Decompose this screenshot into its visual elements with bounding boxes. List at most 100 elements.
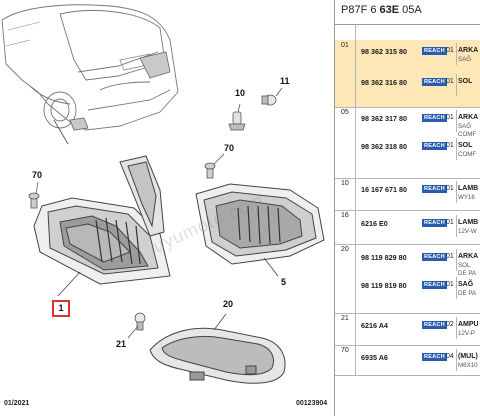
callout-5[interactable]: 5 [281, 277, 287, 287]
footer-illustration-id: 00123904 [296, 400, 328, 407]
reach-badge: REACH [422, 47, 447, 55]
callout-21[interactable]: 21 [116, 339, 127, 349]
part-description: LAMB [458, 185, 479, 192]
part-description-detail: WY16 [458, 194, 475, 201]
part-description-detail: SOL [458, 262, 471, 269]
quantity: 01 [446, 114, 454, 121]
group-number: 21 [341, 315, 349, 322]
part-number[interactable]: 98 119 829 80 [361, 253, 407, 262]
part-description: LAMB [458, 219, 479, 226]
quantity: 01 [446, 78, 454, 85]
part-description: ARKA [458, 253, 479, 260]
quantity: 01 [446, 142, 454, 149]
part-description-detail: SAĞ [458, 123, 472, 130]
quantity: 01 [446, 47, 454, 54]
part-description: AMPU [458, 321, 479, 328]
illustration-reference: P87F 6 63E 05A [341, 4, 422, 16]
quantity: 01 [446, 253, 454, 260]
callout-1-selected[interactable]: 1 [52, 300, 70, 317]
reach-badge: REACH [422, 78, 447, 86]
part-description: SAĞ [458, 281, 474, 288]
exploded-parts-diagram: 10 11 70 70 5 20 21 1 uyumoto.com 01/202… [1, 4, 328, 407]
callout-70-left[interactable]: 70 [32, 170, 43, 180]
desc-divider [456, 181, 457, 203]
group-number: 16 [341, 212, 349, 219]
part-description: ARKA [458, 114, 479, 121]
part-description-detail: M6X10 [458, 362, 478, 369]
desc-divider [456, 349, 457, 371]
part-description-detail: 12V-P [458, 330, 475, 337]
group-number: 05 [341, 109, 349, 116]
footer-date: 01/2021 [4, 400, 30, 407]
reach-badge: REACH [422, 281, 447, 289]
part-number[interactable]: 98 362 318 80 [361, 142, 407, 151]
group-number: 10 [341, 180, 349, 187]
part-description-detail: DE PA [458, 290, 477, 297]
quantity: 02 [446, 321, 454, 328]
part-description: (MUL) [458, 353, 478, 360]
part-number[interactable]: 98 362 315 80 [361, 47, 407, 56]
panel-header: P87F 6 63E 05A [335, 0, 480, 25]
part-description: SOL [458, 142, 473, 149]
callout-70-right[interactable]: 70 [224, 143, 235, 153]
part-description-extra: COMF [458, 131, 477, 138]
desc-divider [456, 138, 457, 160]
group-number: 20 [341, 246, 349, 253]
diagram-drawing [1, 4, 325, 384]
reach-badge: REACH [422, 185, 447, 193]
reach-badge: REACH [422, 353, 447, 361]
part-number[interactable]: 6216 E0 [361, 219, 388, 228]
part-number[interactable]: 98 362 316 80 [361, 78, 407, 87]
group-number: 70 [341, 347, 349, 354]
quantity: 01 [446, 281, 454, 288]
panel-spacer-row [335, 24, 480, 41]
part-number[interactable]: 98 362 317 80 [361, 114, 407, 123]
reach-badge: REACH [422, 321, 447, 329]
quantity: 01 [446, 219, 454, 226]
desc-divider [456, 110, 457, 132]
desc-divider [456, 317, 457, 339]
desc-divider [456, 215, 457, 237]
part-description-detail: 12V-W [458, 228, 477, 235]
desc-divider [456, 277, 457, 299]
desc-divider [456, 43, 457, 65]
part-description-extra: DE PA [458, 270, 477, 277]
callout-11[interactable]: 11 [280, 76, 290, 86]
quantity: 04 [446, 353, 454, 360]
reach-badge: REACH [422, 219, 447, 227]
part-number[interactable]: 98 119 819 80 [361, 281, 407, 290]
part-description: ARKA [458, 47, 479, 54]
reach-badge: REACH [422, 142, 447, 150]
part-number[interactable]: 6935 A6 [361, 353, 388, 362]
part-description-detail: COMF [458, 151, 477, 158]
part-number[interactable]: 16 167 671 80 [361, 185, 407, 194]
part-number[interactable]: 6216 A4 [361, 321, 388, 330]
callout-20[interactable]: 20 [223, 299, 234, 309]
quantity: 01 [446, 185, 454, 192]
desc-divider [456, 74, 457, 96]
part-description-detail: SAĞ [458, 56, 472, 63]
reach-badge: REACH [422, 114, 447, 122]
reach-badge: REACH [422, 253, 447, 261]
desc-divider [456, 249, 457, 271]
part-description: SOL [458, 78, 473, 85]
callout-10[interactable]: 10 [235, 88, 246, 98]
